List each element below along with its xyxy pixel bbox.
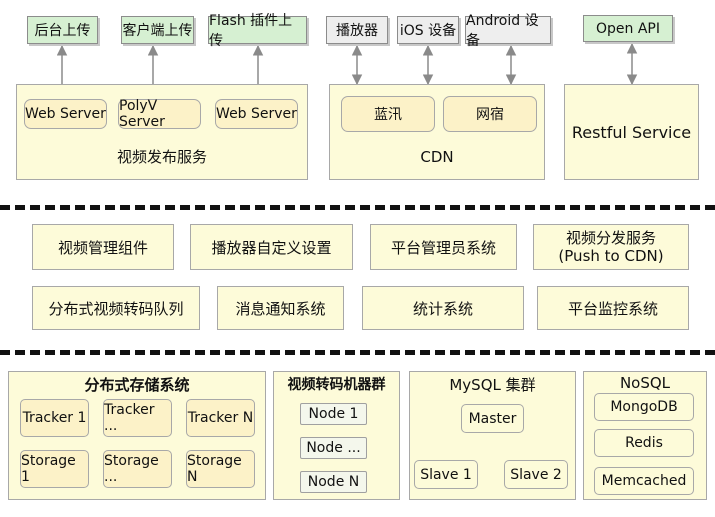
platform-monitoring-system: 平台监控系统 (537, 286, 689, 330)
nosql-memcached: Memcached (594, 467, 694, 495)
tag-android-device: Android 设备 (465, 13, 551, 49)
nosql-title: NoSQL (619, 374, 671, 392)
nosql-mongodb: MongoDB (594, 393, 694, 421)
video-distribution-service: 视频分发服务 (Push to CDN) (533, 224, 689, 270)
video-distribution-line2: (Push to CDN) (558, 247, 664, 265)
mysql-master: Master (461, 404, 524, 433)
statistics-system: 统计系统 (362, 286, 524, 330)
mysql-cluster-title: MySQL 集群 (449, 375, 536, 394)
transcode-cluster-title: 视频转码机器群 (287, 377, 386, 393)
cdn-lanxun: 蓝汛 (341, 96, 435, 132)
mysql-slave-1: Slave 1 (414, 460, 478, 489)
transcode-node-1: Node 1 (300, 403, 367, 425)
video-transcode-cluster: 视频转码机器群 Node 1 Node ... Node N (273, 371, 400, 500)
distributed-storage-title: 分布式存储系统 (84, 375, 190, 394)
cdn-label: CDN (420, 148, 454, 166)
distributed-storage-system: 分布式存储系统 Tracker 1 Tracker ... Tracker N … (8, 371, 266, 500)
web-server-2: Web Server (215, 99, 298, 129)
transcode-node-ellipsis: Node ... (300, 437, 367, 459)
storage-n: Storage N (186, 450, 255, 488)
cdn-wangsu: 网宿 (443, 96, 537, 132)
message-notification-system: 消息通知系统 (217, 286, 344, 330)
tag-ios-device: iOS 设备 (397, 16, 459, 44)
web-server-1: Web Server (24, 99, 107, 129)
video-distribution-line1: 视频分发服务 (565, 229, 656, 247)
separator-top (0, 205, 715, 210)
nosql-cluster: NoSQL MongoDB Redis Memcached (583, 371, 707, 500)
player-custom-settings: 播放器自定义设置 (190, 224, 353, 270)
separator-bottom (0, 350, 715, 355)
storage-1: Storage 1 (20, 450, 89, 488)
nosql-redis: Redis (594, 429, 694, 457)
transcode-node-n: Node N (300, 471, 367, 493)
video-publish-label: 视频发布服务 (116, 147, 207, 166)
cdn-box: 蓝汛 网宿 CDN (329, 84, 545, 180)
tracker-1: Tracker 1 (20, 399, 89, 437)
tag-backend-upload: 后台上传 (27, 16, 98, 44)
video-publish-service: Web Server PolyV Server Web Server 视频发布服… (16, 84, 308, 180)
restful-service-label: Restful Service (571, 122, 692, 142)
storage-ellipsis: Storage ... (103, 450, 172, 488)
polyv-server: PolyV Server (118, 98, 201, 130)
tag-open-api: Open API (583, 15, 673, 42)
restful-service: Restful Service (564, 84, 699, 180)
mysql-slave-2: Slave 2 (504, 460, 568, 489)
mysql-cluster: MySQL 集群 Master Slave 1 Slave 2 (409, 371, 576, 500)
distributed-transcode-queue: 分布式视频转码队列 (32, 286, 200, 330)
platform-admin-system: 平台管理员系统 (370, 224, 517, 270)
video-management-component: 视频管理组件 (32, 224, 174, 270)
tracker-ellipsis: Tracker ... (103, 399, 172, 437)
tag-client-upload: 客户端上传 (121, 16, 194, 44)
tag-player: 播放器 (326, 16, 388, 44)
tracker-n: Tracker N (186, 399, 255, 437)
tag-flash-upload: Flash 插件上传 (208, 13, 307, 49)
